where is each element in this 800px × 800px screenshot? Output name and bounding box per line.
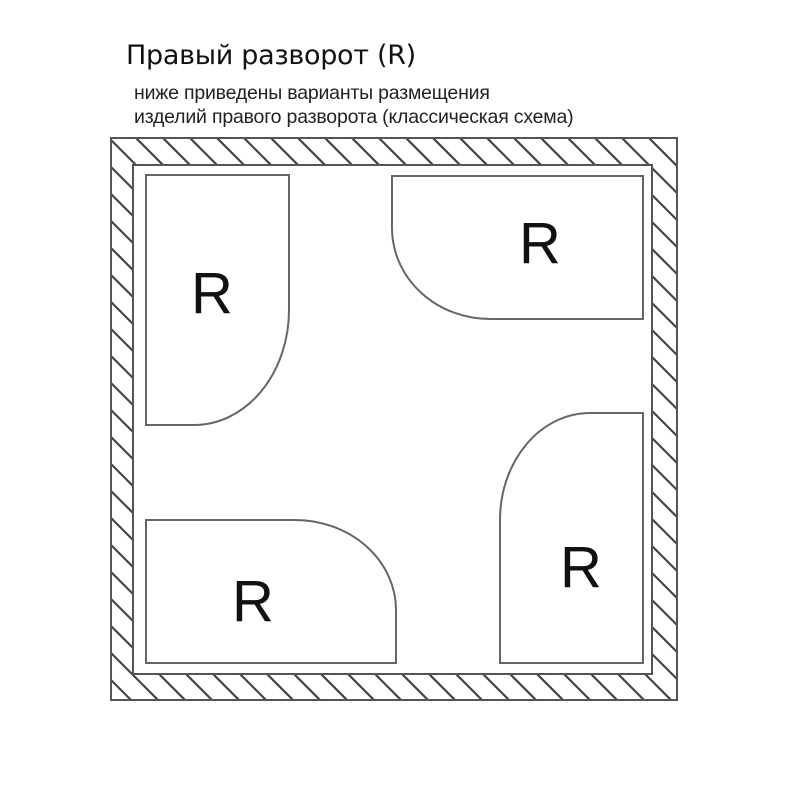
placement-bottom-right: R xyxy=(499,412,644,664)
page-title: Правый разворот (R) xyxy=(126,40,416,71)
wall-outer-outline xyxy=(110,137,678,701)
placement-label: R xyxy=(560,535,602,600)
placement-bottom-left: R xyxy=(145,519,397,664)
placement-top-right: R xyxy=(391,175,644,320)
placement-top-left: R xyxy=(145,174,290,426)
placement-label: R xyxy=(191,261,233,326)
placement-label: R xyxy=(232,569,274,634)
subtitle-line-1: ниже приведены варианты размещения xyxy=(134,82,490,104)
subtitle-line-2: изделий правого разворота (классическая … xyxy=(134,106,574,128)
wall-inner-outline xyxy=(132,164,653,675)
placement-label: R xyxy=(519,211,561,276)
